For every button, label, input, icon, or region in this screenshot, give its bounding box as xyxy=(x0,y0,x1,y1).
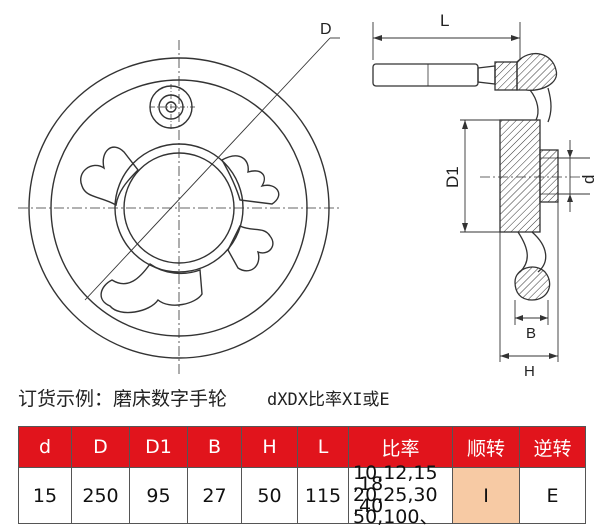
front-view xyxy=(18,37,340,375)
label-d: d xyxy=(579,175,598,184)
header-d: d xyxy=(18,426,72,468)
header-D: D xyxy=(71,426,130,468)
rim-section-bottom xyxy=(514,266,551,301)
cell-D1: 95 xyxy=(129,467,188,524)
cell-H: 50 xyxy=(241,467,298,524)
header-L: L xyxy=(297,426,349,468)
spec-table: d D D1 B H L 比率 顺转 逆转 15 250 95 27 50 11… xyxy=(18,426,586,528)
rim-section-top xyxy=(516,52,558,91)
header-B: B xyxy=(187,426,242,468)
rim-outer xyxy=(28,57,330,359)
cell-d: 15 xyxy=(18,467,72,524)
cell-B: 27 xyxy=(187,467,242,524)
side-spoke-upper xyxy=(529,89,539,121)
side-spoke-lower xyxy=(531,231,547,273)
hub-section xyxy=(499,119,541,233)
hub-inner xyxy=(123,152,235,264)
ratio-line: 50,100、 xyxy=(353,506,439,528)
header-ratio: 比率 xyxy=(348,426,453,468)
rim-inner xyxy=(50,79,308,337)
header-D1: D1 xyxy=(129,426,188,468)
hub-outer xyxy=(114,143,244,273)
spec-data-row: 15 250 95 27 50 115 10,12,15 ,18 20,25,3… xyxy=(18,462,586,528)
header-reverse: 逆转 xyxy=(519,426,586,468)
label-H: H xyxy=(524,363,535,380)
ratio-line: 20,25,30 ,40 xyxy=(353,484,438,517)
spoke-right-lower xyxy=(227,225,274,272)
order-example-formula: dXDX比率XI或E xyxy=(267,389,390,410)
spec-header-row: d D D1 B H L 比率 顺转 逆转 xyxy=(18,426,586,468)
label-D1: D1 xyxy=(443,166,462,188)
handle-neck xyxy=(477,65,496,85)
cell-L: 115 xyxy=(297,467,349,524)
side-view xyxy=(372,22,590,362)
order-example-text: 订货示例：磨床数字手轮 xyxy=(18,387,228,410)
cell-ratio: 10,12,15 ,18 20,25,30 ,40 50,100、 xyxy=(348,462,453,528)
hub-boss xyxy=(539,149,559,203)
spoke-left xyxy=(80,146,139,207)
handwheel-drawing: D xyxy=(18,11,598,380)
spoke-top-right xyxy=(221,155,280,205)
label-D: D xyxy=(320,21,332,38)
header-H: H xyxy=(241,426,298,468)
handle-grip xyxy=(372,63,479,87)
label-L: L xyxy=(440,11,449,30)
spoke-bottom xyxy=(100,263,203,314)
d-leader-line xyxy=(84,37,331,301)
cell-reverse: E xyxy=(519,467,586,524)
handle-collar xyxy=(494,61,518,91)
cell-D: 250 xyxy=(71,467,130,524)
label-B: B xyxy=(526,325,536,342)
cell-forward: I xyxy=(452,467,520,524)
order-example: 订货示例：磨床数字手轮 dXDX比率XI或E xyxy=(18,382,390,412)
ratio-line: 10,12,15 ,18 xyxy=(353,462,438,495)
header-forward: 顺转 xyxy=(452,426,520,468)
